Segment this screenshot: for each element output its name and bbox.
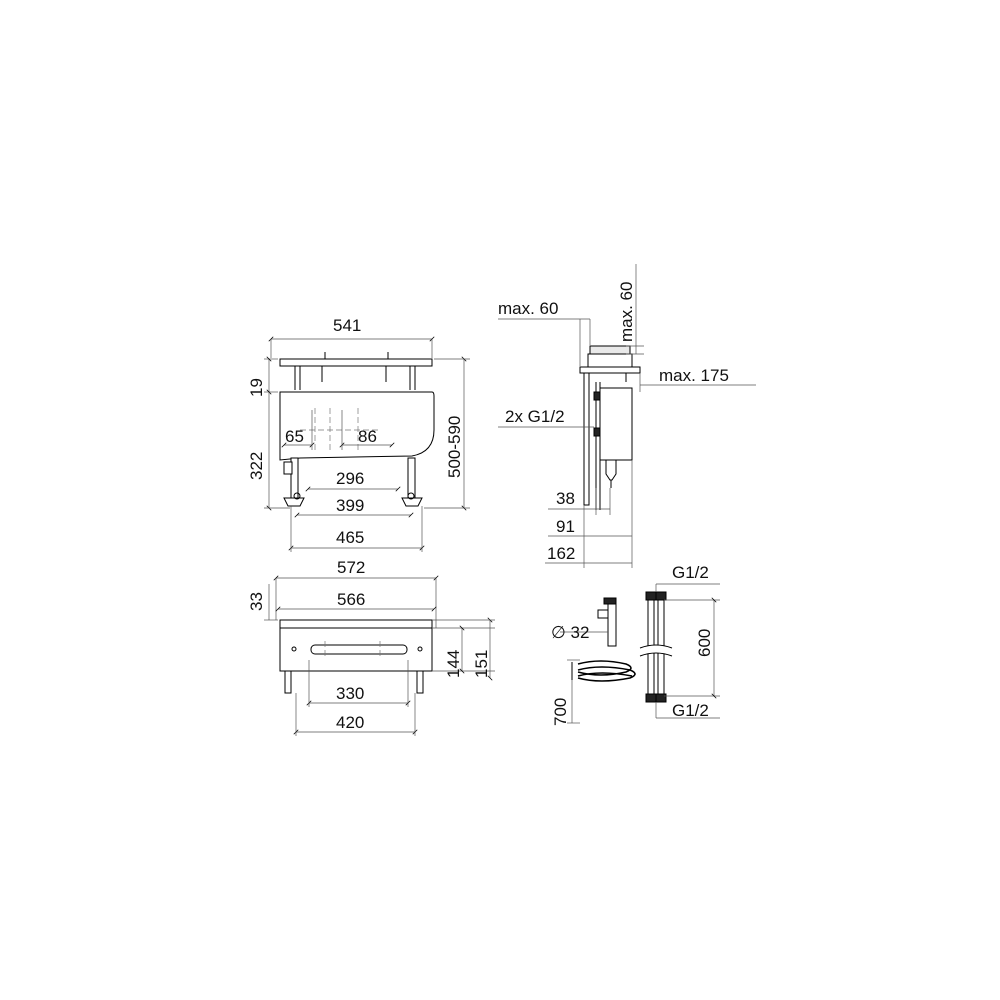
connections-label: 2x G1/2 xyxy=(505,407,565,426)
dim-19: 19 xyxy=(247,378,266,397)
dim-322: 322 xyxy=(247,452,266,480)
side-view: max. 60 max. 60 max. 175 2x G1/2 38 91 1… xyxy=(498,264,756,568)
accessories: ∅ 32 700 G1/2 G1/2 600 xyxy=(551,563,720,726)
dim-162: 162 xyxy=(547,544,575,563)
dim-38: 38 xyxy=(556,489,575,508)
dim-151: 151 xyxy=(472,650,491,678)
max-175: max. 175 xyxy=(659,366,729,385)
front-view: 541 19 322 65 86 296 399 465 500-590 xyxy=(247,316,470,552)
hose-length-700: 700 xyxy=(551,698,570,726)
dim-420: 420 xyxy=(336,713,364,732)
hose-600: 600 xyxy=(695,629,714,657)
dim-65: 65 xyxy=(285,427,304,446)
dim-91: 91 xyxy=(556,517,575,536)
dim-330: 330 xyxy=(336,684,364,703)
thread-g12-bottom: G1/2 xyxy=(672,701,709,720)
dim-566: 566 xyxy=(337,590,365,609)
dim-500-590: 500-590 xyxy=(445,416,464,478)
dim-144: 144 xyxy=(444,650,463,678)
max-60-vertical: max. 60 xyxy=(617,282,636,342)
max-60-horizontal: max. 60 xyxy=(498,299,558,318)
dim-399: 399 xyxy=(336,496,364,515)
dim-465: 465 xyxy=(336,528,364,547)
dim-86: 86 xyxy=(358,427,377,446)
dim-33: 33 xyxy=(247,592,266,611)
dim-541: 541 xyxy=(333,316,361,335)
top-view: 572 566 33 144 151 330 420 xyxy=(247,558,495,736)
thread-g12-top: G1/2 xyxy=(672,563,709,582)
dim-572: 572 xyxy=(337,558,365,577)
diameter-32: ∅ 32 xyxy=(551,623,589,642)
dim-296: 296 xyxy=(336,469,364,488)
